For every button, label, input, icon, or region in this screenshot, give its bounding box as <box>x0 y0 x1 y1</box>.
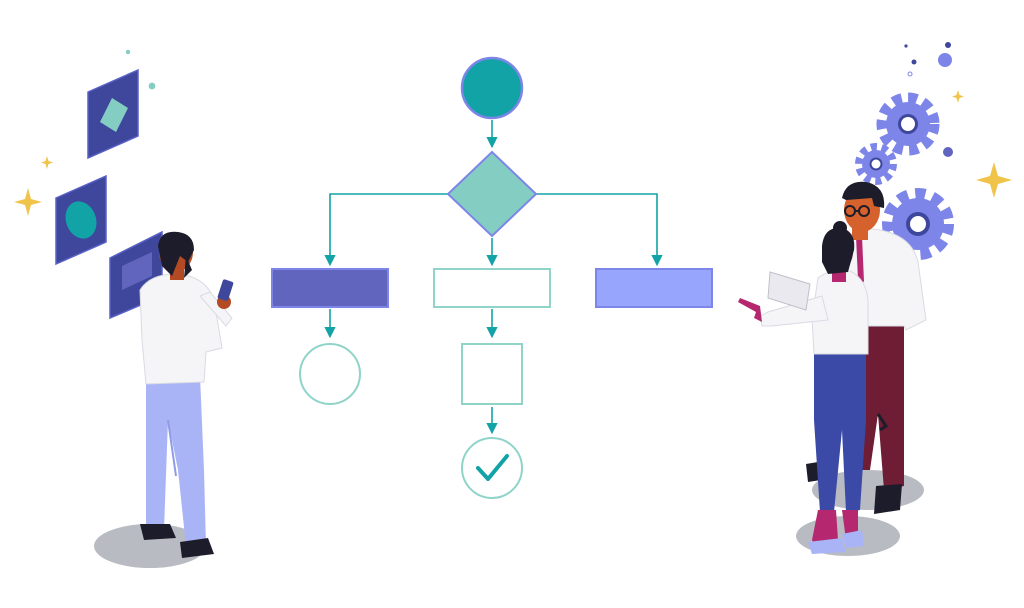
dot <box>904 44 908 48</box>
dot <box>938 53 952 67</box>
circle-shape-icon <box>65 201 97 239</box>
rectangle-shape-icon <box>122 252 152 290</box>
phone-icon <box>217 279 234 301</box>
connector-decision-to-right <box>536 193 663 267</box>
floating-panels <box>55 68 163 320</box>
dot <box>945 42 951 48</box>
sparkle-icon <box>952 90 964 103</box>
gear-icon <box>876 92 940 156</box>
dot <box>125 49 131 55</box>
panel-circle <box>55 174 107 266</box>
sparkle-icon <box>14 188 42 216</box>
dot <box>911 59 917 65</box>
panel-diamond <box>87 68 139 160</box>
check-icon <box>476 454 509 481</box>
decision-node <box>446 150 538 238</box>
dot <box>943 147 953 157</box>
process-node-right <box>595 268 713 308</box>
dot <box>907 71 913 77</box>
diamond-shape-icon <box>100 98 128 132</box>
outcome-square-node <box>461 343 523 405</box>
floor-shadow <box>94 524 206 568</box>
gear-icon <box>855 143 897 185</box>
gear-icon <box>882 188 954 260</box>
sparkle-icon <box>976 162 1012 198</box>
connector-decision-to-left <box>324 193 448 267</box>
dot <box>148 82 156 90</box>
person-with-phone <box>94 231 234 568</box>
decorations <box>14 42 1012 216</box>
flowchart <box>271 56 713 499</box>
flowchart-connectors <box>324 120 663 435</box>
outcome-circle-node <box>299 343 361 405</box>
gears <box>855 92 954 260</box>
glasses-icon <box>844 205 870 217</box>
person-pointing <box>738 221 900 556</box>
tablet-icon <box>767 271 811 311</box>
process-node-left <box>271 268 389 308</box>
sparkle-icon <box>41 156 53 169</box>
end-node <box>461 437 523 499</box>
process-node-middle <box>433 268 551 308</box>
start-node <box>460 56 524 120</box>
